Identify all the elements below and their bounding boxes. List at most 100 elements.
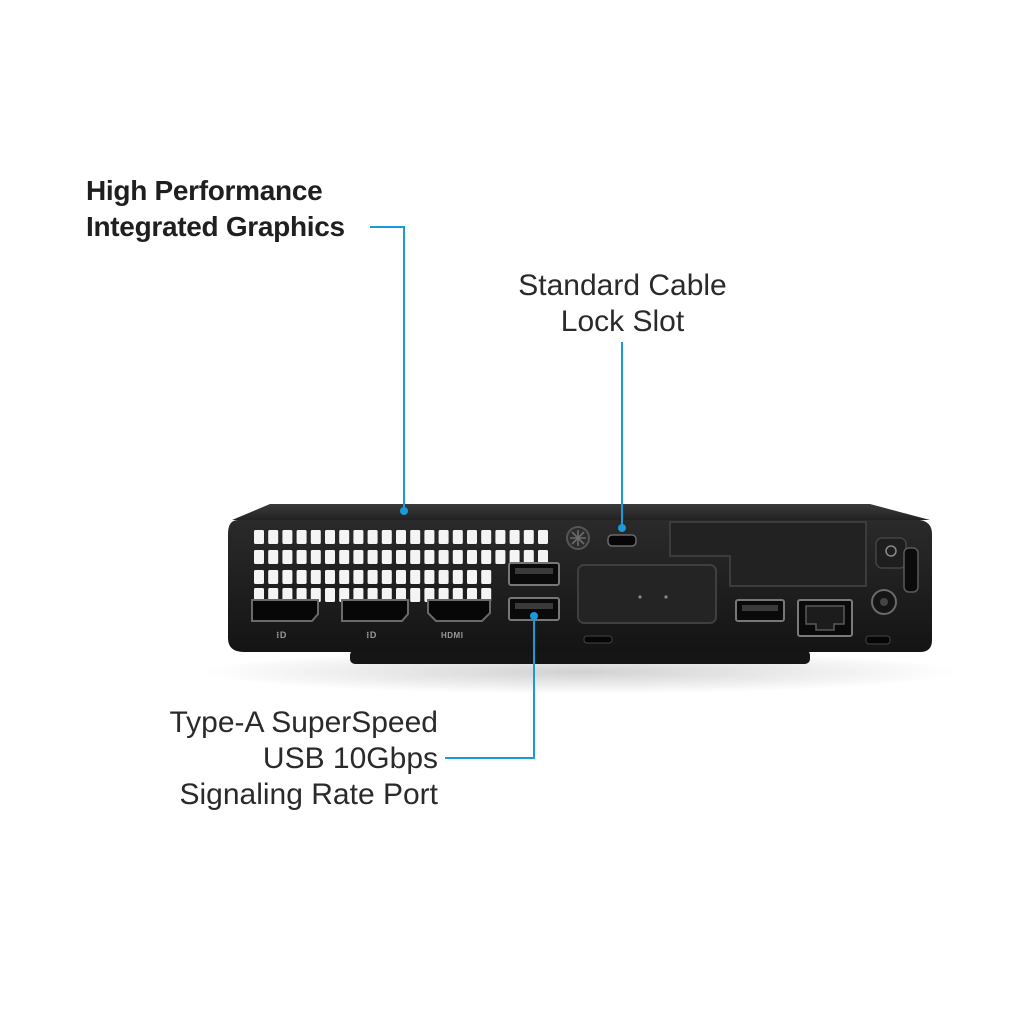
- usb-leader-line: [445, 618, 535, 759]
- vent-hole: [523, 550, 534, 564]
- vent-hole: [268, 588, 279, 602]
- vent-hole: [396, 550, 406, 564]
- vent-hole: [339, 570, 350, 584]
- graphics-leader-dot: [400, 507, 408, 515]
- vent-hole: [353, 588, 364, 602]
- hdmi-port[interactable]: [427, 599, 491, 622]
- displayport-2[interactable]: [341, 599, 409, 622]
- vent-hole: [467, 588, 477, 602]
- usb-callout-line2: USB 10Gbps: [262, 742, 438, 775]
- ethernet-port[interactable]: [797, 599, 853, 637]
- vent-hole: [254, 530, 264, 544]
- vent-hole: [296, 588, 307, 602]
- vent-hole: [424, 530, 435, 544]
- usb-callout-line3: Signaling Rate Port: [179, 778, 439, 811]
- vent-hole: [396, 530, 406, 544]
- vent-hole: [353, 550, 364, 564]
- vent-hole: [367, 588, 378, 602]
- vent-hole: [325, 530, 335, 544]
- thumb-screw[interactable]: [566, 526, 590, 550]
- usb-callout-label: Type-A SuperSpeed USB 10Gbps Signaling R…: [150, 705, 438, 813]
- vent-hole: [424, 588, 435, 602]
- vent-hole: [452, 588, 463, 602]
- vent-hole: [410, 588, 421, 602]
- vent-hole: [481, 530, 492, 544]
- lock-slot-callout-line1: Standard Cable: [518, 269, 727, 302]
- vent-hole: [410, 550, 421, 564]
- dp1-caption: ⁝D: [276, 630, 287, 640]
- chassis-foot: [350, 650, 810, 664]
- vent-hole: [367, 530, 378, 544]
- graphics-callout-line2: Integrated Graphics: [86, 211, 345, 242]
- vent-hole: [495, 550, 506, 564]
- vent-hole: [282, 530, 293, 544]
- vent-hole: [353, 530, 364, 544]
- vent-hole: [467, 530, 477, 544]
- hdmi-caption: HDMI: [441, 631, 464, 640]
- vent-hole: [467, 570, 477, 584]
- bottom-slot-right: [865, 635, 891, 645]
- vent-hole: [254, 550, 264, 564]
- cable-lock-slot[interactable]: [607, 534, 637, 547]
- vent-hole: [381, 530, 392, 544]
- vent-hole: [268, 570, 279, 584]
- vent-hole: [296, 530, 307, 544]
- vent-hole: [381, 588, 392, 602]
- power-jack-pin: [880, 598, 888, 606]
- vent-hole: [325, 570, 335, 584]
- vent-hole: [452, 550, 463, 564]
- vent-hole: [438, 588, 449, 602]
- vent-hole: [396, 588, 406, 602]
- usb-a-port-top[interactable]: [508, 562, 560, 586]
- vent-hole: [509, 530, 520, 544]
- vent-hole: [381, 570, 392, 584]
- vent-hole: [452, 570, 463, 584]
- vent-hole: [310, 530, 321, 544]
- vent-hole: [481, 588, 492, 602]
- vent-hole: [467, 550, 477, 564]
- vent-hole: [438, 570, 449, 584]
- vent-hole: [367, 570, 378, 584]
- usb-leader-dot: [530, 612, 538, 620]
- vent-hole: [381, 550, 392, 564]
- vent-hole: [254, 588, 264, 602]
- flex-io-panel: [577, 564, 717, 624]
- vent-hole: [325, 550, 335, 564]
- chassis-top: [232, 504, 930, 520]
- vent-hole: [268, 550, 279, 564]
- vent-hole: [353, 570, 364, 584]
- side-card-slot[interactable]: [903, 547, 919, 593]
- usb-a-port-rear[interactable]: [735, 599, 785, 622]
- vent-hole: [438, 530, 449, 544]
- vent-hole: [254, 570, 264, 584]
- vent-hole: [310, 570, 321, 584]
- vent-hole: [282, 588, 293, 602]
- displayport-1[interactable]: [251, 599, 319, 622]
- vent-hole: [339, 530, 350, 544]
- vent-hole: [424, 570, 435, 584]
- vent-hole: [410, 570, 421, 584]
- vent-hole: [495, 530, 506, 544]
- vent-hole: [424, 550, 435, 564]
- vent-hole: [310, 550, 321, 564]
- vent-hole: [325, 588, 335, 602]
- vent-hole: [523, 530, 534, 544]
- vent-hole: [481, 570, 492, 584]
- vent-hole: [481, 550, 492, 564]
- vent-hole: [367, 550, 378, 564]
- vent-hole: [396, 570, 406, 584]
- vent-hole: [538, 550, 548, 564]
- vent-hole: [282, 550, 293, 564]
- power-button[interactable]: [875, 537, 907, 569]
- vent-hole: [296, 550, 307, 564]
- vent-hole: [268, 530, 279, 544]
- vent-hole: [282, 570, 293, 584]
- vent-hole: [438, 550, 449, 564]
- callout-lines: [370, 226, 623, 759]
- lock-slot-callout-label: Standard Cable Lock Slot: [500, 268, 745, 340]
- expansion-cover: [669, 521, 867, 587]
- vent-hole: [339, 550, 350, 564]
- vent-hole: [452, 530, 463, 544]
- bottom-slot-left: [583, 635, 613, 644]
